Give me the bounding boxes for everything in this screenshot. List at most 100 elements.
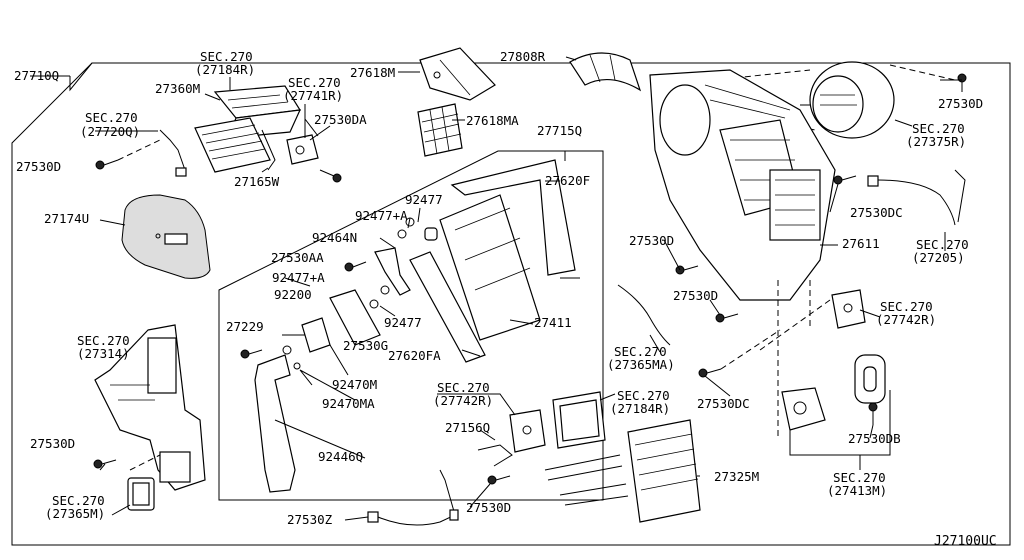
- heater-core-27325m: [544, 419, 701, 523]
- label-27530d-lowleft: 27530D: [30, 436, 75, 451]
- label-92477-top: 92477: [405, 192, 443, 207]
- label-27530da: 27530DA: [314, 112, 367, 127]
- expansion-valve-parts: [282, 217, 438, 370]
- label-27530aa: 27530AA: [271, 250, 324, 265]
- harness-27205: [867, 169, 966, 226]
- label-27411: 27411: [534, 315, 572, 330]
- label-27156q: 27156Q: [445, 420, 490, 435]
- duct-27808r: [569, 52, 642, 92]
- label-sec270-27365m-b: (27365M): [45, 506, 105, 521]
- panel-27174u: [121, 194, 211, 279]
- label-27710q: 27710Q: [14, 68, 59, 83]
- wire-27365ma: [617, 284, 671, 346]
- label-27808r: 27808R: [500, 49, 546, 64]
- label-27620fa: 27620FA: [388, 348, 441, 363]
- screw-27530da: [319, 169, 342, 183]
- label-sec270-27742r-right-a: SEC.270: [880, 299, 933, 314]
- grommet-27413m: [781, 354, 886, 431]
- duct-27618m: [419, 47, 496, 101]
- label-sec270-27375r-a: SEC.270: [912, 121, 965, 136]
- label-27530dc-right: 27530DC: [850, 205, 903, 220]
- label-27611: 27611: [842, 236, 880, 251]
- heater-unit-27611: [649, 69, 836, 301]
- label-sec270-27720q-a: SEC.270: [85, 110, 138, 125]
- label-sec270-27314-a: SEC.270: [77, 333, 130, 348]
- label-27618m: 27618M: [350, 65, 395, 80]
- label-sec270-27184r-low-b: (27184R): [610, 401, 670, 416]
- label-sec270-27742r-low-b: (27742R): [433, 393, 493, 408]
- mesh-27618ma: [417, 103, 463, 157]
- lever-27156q: [477, 444, 513, 467]
- label-sec270-27205-b: (27205): [912, 250, 965, 265]
- lever-27165w: [261, 129, 276, 171]
- screw-27530d-left: [95, 139, 161, 170]
- label-92464n: 92464N: [312, 230, 357, 245]
- harness-27530z: [367, 469, 459, 526]
- pipe-92446q: [254, 354, 296, 493]
- label-92446q: 92446Q: [318, 449, 363, 464]
- frame-27184r-low: [552, 391, 606, 449]
- label-27530g: 27530G: [343, 338, 388, 353]
- label-sec270-27365ma-a: SEC.270: [614, 344, 667, 359]
- label-sec270-27365ma-b: (27365MA): [607, 357, 675, 372]
- label-27530db: 27530DB: [848, 431, 901, 446]
- label-27530d-bottom: 27530D: [466, 500, 511, 515]
- label-27620f: 27620F: [545, 173, 590, 188]
- screw-27530aa: [344, 261, 367, 272]
- duct-27314: [94, 324, 206, 491]
- label-27360m: 27360M: [155, 81, 200, 96]
- label-27325m: 27325M: [714, 469, 759, 484]
- sensor-wire-part: [159, 129, 187, 177]
- label-27618ma: 27618MA: [466, 113, 519, 128]
- label-sec270-27741r-b: (27741R): [283, 88, 343, 103]
- gasket-27365m: [127, 477, 155, 511]
- label-27530d-topright: 27530D: [938, 96, 983, 111]
- screw-27530d-mid1: [675, 265, 699, 275]
- blower-motor: [809, 61, 895, 139]
- screw-27530d-topright: [957, 73, 967, 92]
- diagram-code: J27100UC: [934, 534, 997, 549]
- screw-27530d-lowleft: [93, 459, 117, 469]
- subassembly-frame: [218, 150, 604, 501]
- label-92477a-top: 92477+A: [355, 208, 408, 223]
- screw-27530d-mid2: [715, 313, 739, 323]
- screw-27530db: [868, 402, 878, 425]
- label-92477a-mid: 92477+A: [272, 270, 325, 285]
- label-sec270-27184r-low-a: SEC.270: [617, 388, 670, 403]
- screw-27229: [240, 349, 263, 359]
- label-92200: 92200: [274, 287, 312, 302]
- screw-27530dc-low: [698, 329, 781, 378]
- label-27530dc-low: 27530DC: [697, 396, 750, 411]
- filter-box-part: [194, 85, 302, 173]
- label-sec270-27742r-right-b: (27742R): [876, 312, 936, 327]
- label-sec270-27184r-top-b: (27184R): [195, 62, 255, 77]
- label-27229: 27229: [226, 319, 264, 334]
- label-27715q: 27715Q: [537, 123, 582, 138]
- label-92470m: 92470M: [332, 377, 377, 392]
- label-sec270-27365m-a: SEC.270: [52, 493, 105, 508]
- label-27165w: 27165W: [234, 174, 280, 189]
- label-27530d-left: 27530D: [16, 159, 61, 174]
- label-27174u: 27174U: [44, 211, 89, 226]
- label-sec270-27184r-top-a: SEC.270: [200, 49, 253, 64]
- label-27530d-mid1: 27530D: [629, 233, 674, 248]
- label-sec270-27720q-b: (27720Q): [80, 124, 140, 139]
- label-sec270-27314-b: (27314): [77, 346, 130, 361]
- screw-27530dc-right: [833, 175, 857, 185]
- label-sec270-27413m-b: (27413M): [827, 483, 887, 498]
- dash-lower-left: [129, 454, 161, 471]
- label-92470ma: 92470MA: [322, 396, 375, 411]
- actuator-27742r-right: [831, 289, 866, 329]
- label-92477-mid: 92477: [384, 315, 422, 330]
- leader-lines: [30, 56, 962, 521]
- label-sec270-27205-a: SEC.270: [916, 237, 969, 252]
- label-sec270-27413m-a: SEC.270: [833, 470, 886, 485]
- evaporator-27411: [409, 159, 576, 363]
- label-27530d-mid2: 27530D: [673, 288, 718, 303]
- dash-lines-lower-right: [759, 280, 831, 440]
- label-sec270-27375r-b: (27375R): [906, 134, 966, 149]
- screw-27530d-bottom: [487, 475, 511, 485]
- actuator-27741r: [286, 134, 319, 165]
- actuator-27742r-low: [509, 409, 546, 453]
